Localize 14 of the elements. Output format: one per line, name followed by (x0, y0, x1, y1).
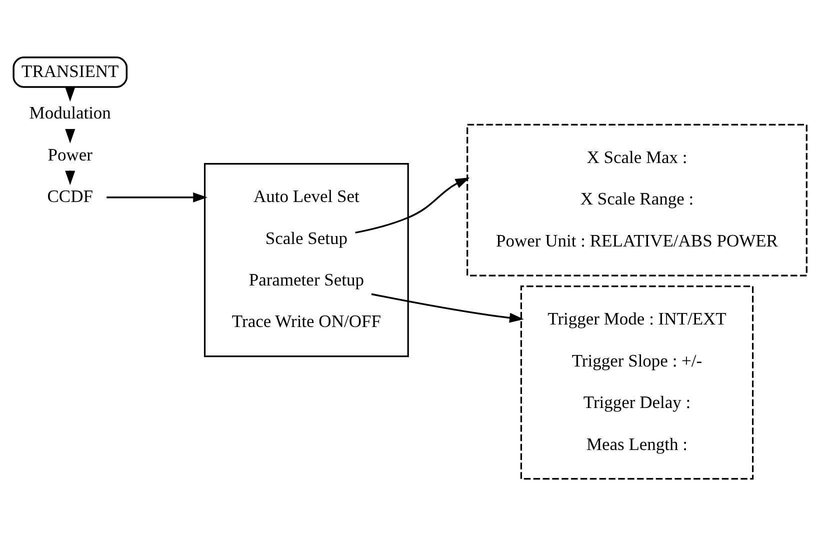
node-text: Trace Write ON/OFF (232, 310, 381, 331)
node-text: Trigger Delay : (583, 392, 691, 412)
node-text: Trigger Slope : +/- (572, 350, 702, 370)
node-text: Scale Setup (265, 227, 348, 248)
node-text: Power Unit : RELATIVE/ABS POWER (496, 230, 778, 250)
node-text: Meas Length : (586, 433, 688, 454)
node-text: X Scale Range : (580, 188, 694, 208)
node-text: Auto Level Set (253, 186, 360, 206)
node-text: Modulation (29, 102, 111, 122)
node-text: X Scale Max : (586, 146, 688, 166)
node-text: Power (48, 144, 92, 164)
node-text: CCDF (47, 186, 93, 206)
node-text: Parameter Setup (248, 268, 364, 289)
node-text: Trigger Mode : INT/EXT (548, 308, 726, 328)
